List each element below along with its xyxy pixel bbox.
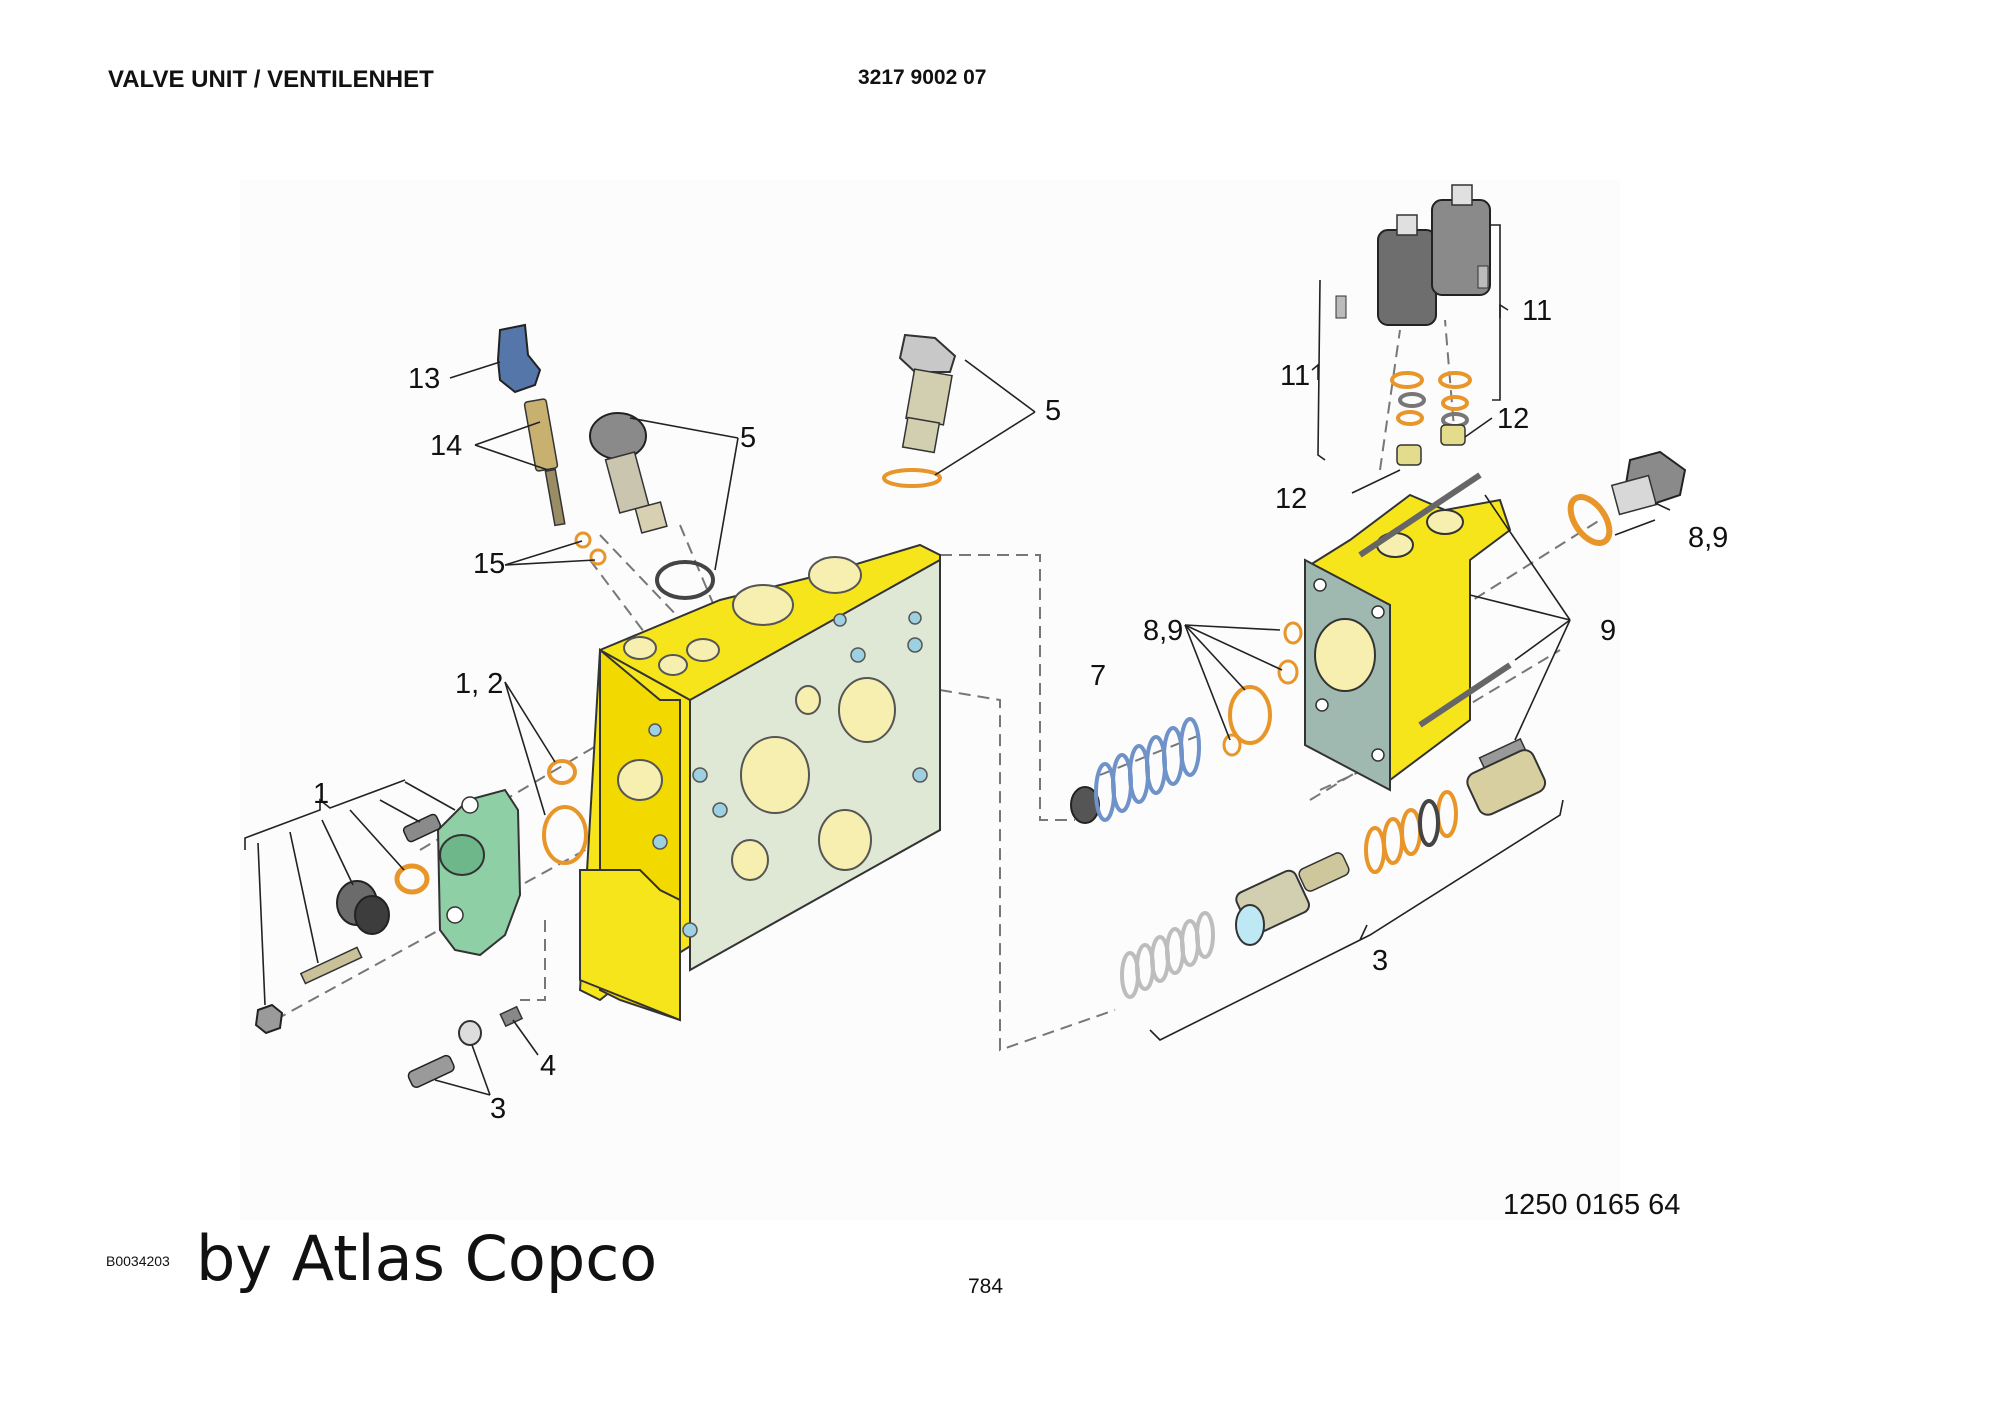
page-title: VALVE UNIT / VENTILENHET <box>108 66 434 93</box>
solenoid-valves <box>1335 184 1491 466</box>
right-plug <box>1567 450 1687 546</box>
callout-1-2: 1, 2 <box>455 668 503 700</box>
spring-and-spool <box>1070 717 1547 999</box>
top-left-components <box>496 323 957 600</box>
callout-9: 9 <box>1600 615 1616 647</box>
callout-7: 7 <box>1090 660 1106 692</box>
callout-12-left: 12 <box>1275 483 1307 515</box>
right-valve-block <box>1222 472 1527 792</box>
callout-4: 4 <box>540 1050 556 1082</box>
callout-8-9-left: 8,9 <box>1143 615 1183 647</box>
callout-15: 15 <box>473 548 505 580</box>
leader-lines <box>244 224 1671 1096</box>
callout-3-right: 3 <box>1372 945 1388 977</box>
callout-11-left: 11 <box>1280 360 1310 392</box>
callout-1: 1 <box>313 778 329 810</box>
drawing-number: 1250 0165 64 <box>1503 1189 1681 1221</box>
callout-13: 13 <box>408 363 440 395</box>
flange-part <box>436 788 522 957</box>
callout-12-right: 12 <box>1497 403 1529 435</box>
document-number: 3217 9002 07 <box>858 66 987 89</box>
callout-5-right: 5 <box>1045 395 1061 427</box>
image-code: B0034203 <box>106 1253 170 1269</box>
callout-5-left: 5 <box>740 422 756 454</box>
callout-14: 14 <box>430 430 462 462</box>
watermark-text: by Atlas Copco <box>196 1222 658 1295</box>
callout-11-right: 11 <box>1522 295 1552 327</box>
left-small-parts <box>254 759 588 1088</box>
valve-housing <box>578 543 941 1022</box>
page-number: 784 <box>968 1275 1004 1298</box>
callout-labels: 13 14 15 5 5 1, 2 1 4 3 7 8,9 8,9 9 11 1… <box>313 295 1728 1125</box>
callout-3-left: 3 <box>490 1093 506 1125</box>
callout-8-9-right: 8,9 <box>1688 522 1728 554</box>
